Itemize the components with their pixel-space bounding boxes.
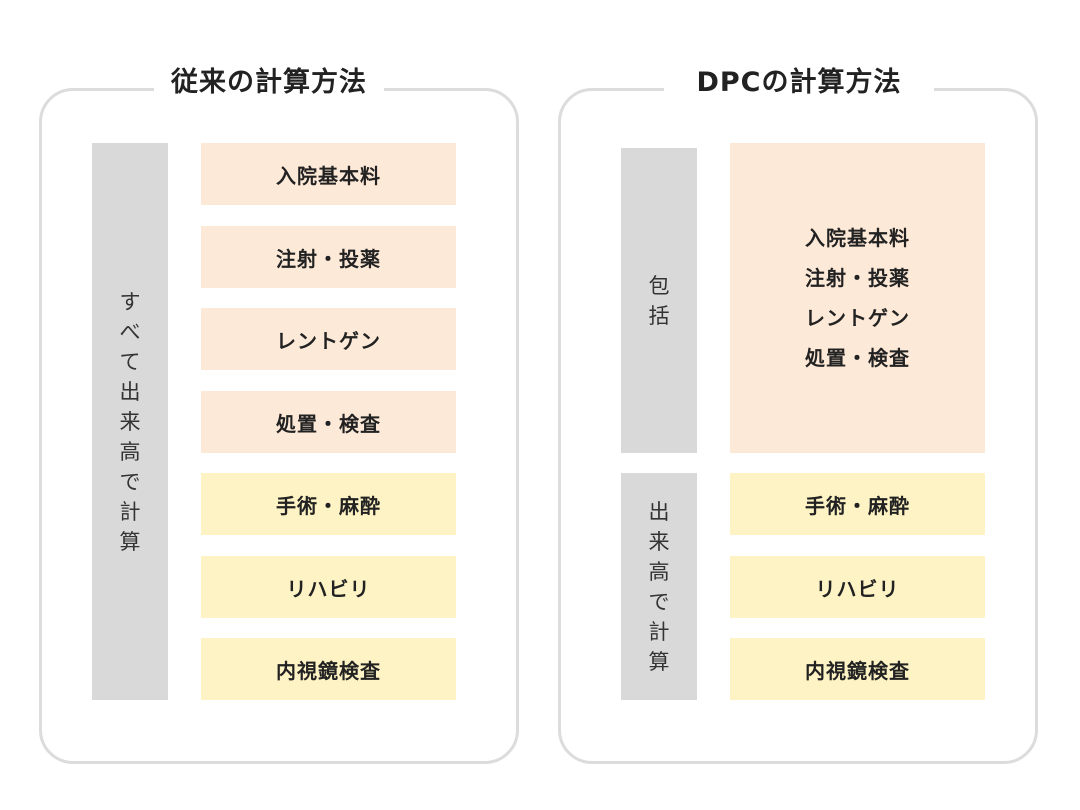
all-fee-for-service-label: す べ て 出 来 高 で 計 算: [92, 143, 168, 700]
fee-item-endoscopy: 内視鏡検査: [730, 638, 985, 700]
fee-for-service-label: 出 来 高 で 計 算: [621, 473, 697, 700]
fee-item-rehabilitation: リハビリ: [730, 556, 985, 618]
item-surgery-anesthesia: 手術・麻酔: [201, 473, 456, 535]
bundled-items-box: 入院基本料 注射・投薬 レントゲン 処置・検査: [730, 143, 985, 453]
item-xray: レントゲン: [201, 308, 456, 370]
item-injection-medication: 注射・投薬: [201, 226, 456, 288]
item-endoscopy: 内視鏡検査: [201, 638, 456, 700]
dpc-method-title: DPCの計算方法: [664, 62, 934, 104]
item-treatment-exam: 処置・検査: [201, 391, 456, 453]
conventional-method-title: 従来の計算方法: [154, 62, 384, 104]
fee-item-surgery-anesthesia: 手術・麻酔: [730, 473, 985, 535]
bundled-item: 注射・投薬: [805, 266, 910, 290]
bundled-item: レントゲン: [805, 306, 910, 330]
bundled-item: 入院基本料: [805, 226, 910, 250]
bundled-item: 処置・検査: [805, 346, 910, 370]
item-rehabilitation: リハビリ: [201, 556, 456, 618]
item-hospitalization-fee: 入院基本料: [201, 143, 456, 205]
bundled-label: 包 括: [621, 148, 697, 453]
